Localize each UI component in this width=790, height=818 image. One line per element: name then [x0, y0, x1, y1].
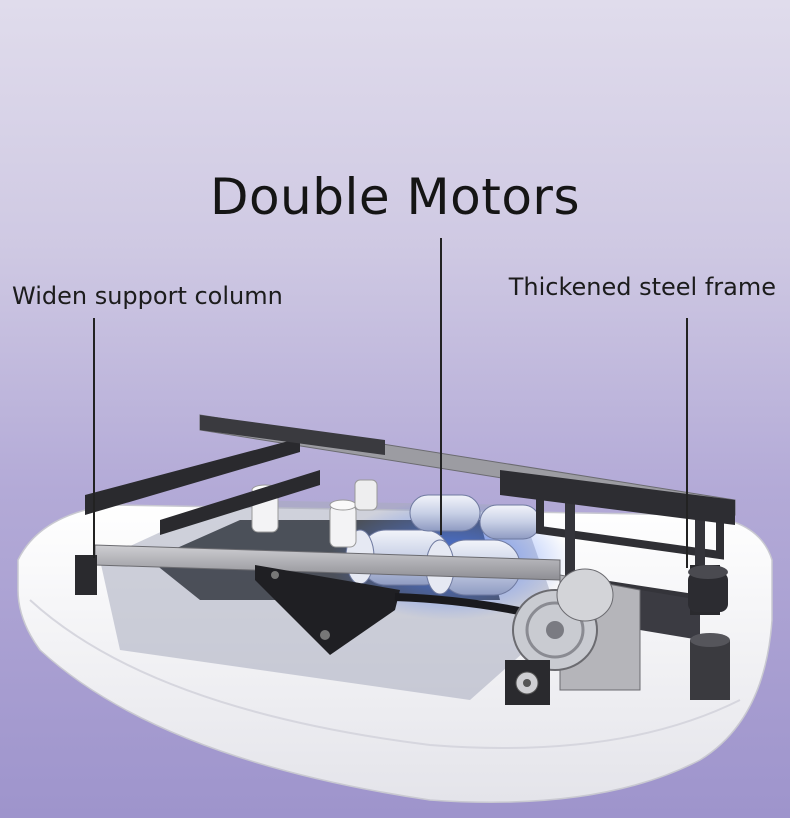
- headline-double-motors: Double Motors: [209, 168, 581, 226]
- drive-pulley: [512, 568, 614, 671]
- right-motor: [688, 565, 730, 700]
- callout-widen-support-column: Widen support column: [12, 282, 283, 310]
- bearing-block: [505, 660, 550, 705]
- steel-frame: [75, 414, 736, 691]
- callout-thickened-steel-frame: Thickened steel frame: [508, 273, 776, 301]
